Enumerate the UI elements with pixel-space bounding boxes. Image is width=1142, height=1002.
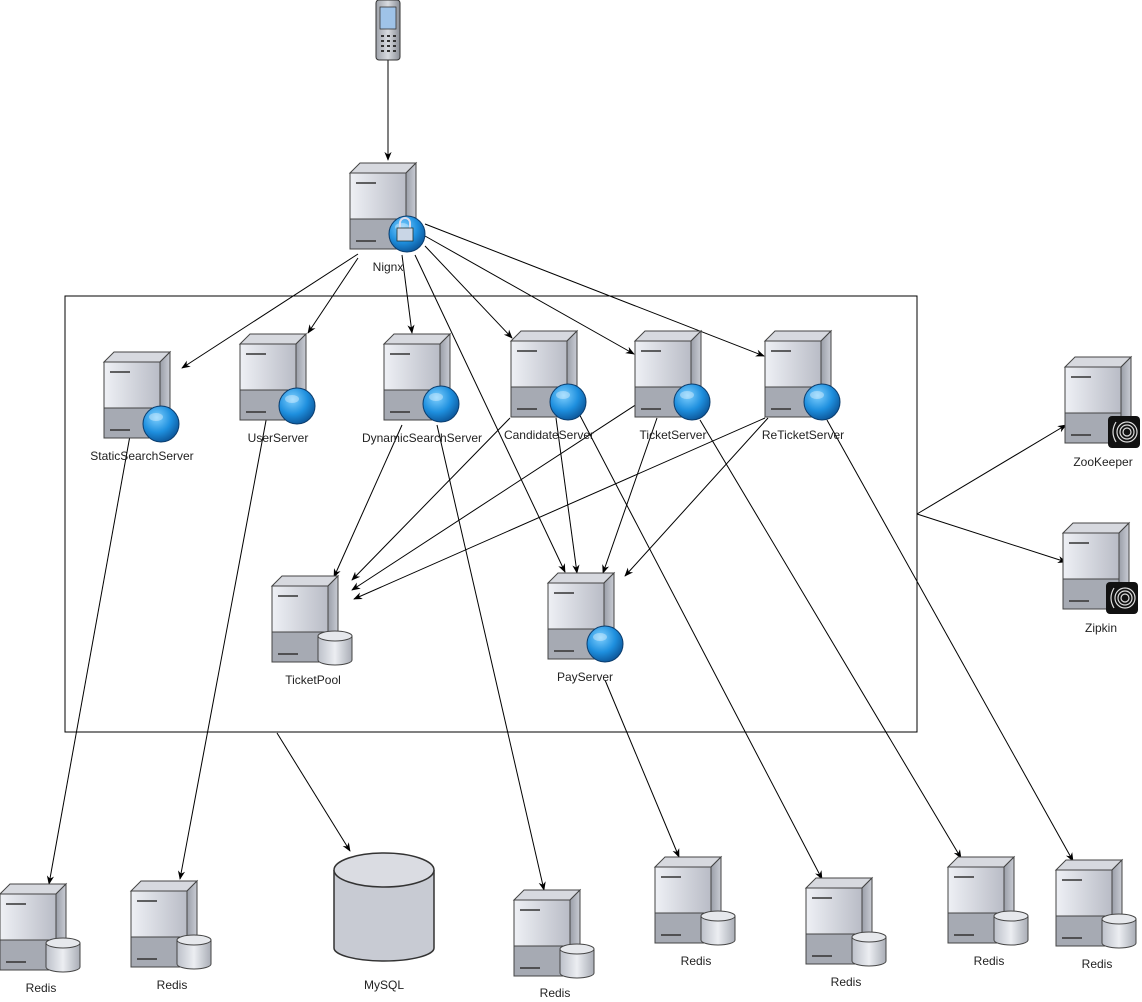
edge-nginx-to-ticket (424, 235, 635, 355)
lock-icon (396, 217, 414, 242)
user-server-icon (239, 333, 316, 425)
candidate-server-icon (510, 330, 587, 421)
edge-group-to-zookeeper (916, 424, 1067, 515)
redis-label: Redis (681, 954, 712, 968)
staticsearch-server-label: StaticSearchServer (90, 449, 193, 463)
redis-label: Redis (540, 986, 571, 1000)
edge-candidate-to-payserver (555, 417, 580, 574)
ticket-server-icon (634, 330, 711, 421)
redis-label: Redis (26, 981, 57, 995)
connectors (46, 60, 1074, 891)
pay-server-icon (547, 572, 624, 663)
edge-nginx-to-payserver (414, 254, 566, 573)
edge-ticket-to-payserver (602, 417, 658, 574)
redis-server-icon (1055, 859, 1137, 949)
nginx-label: Nignx (373, 260, 404, 274)
redis-label: Redis (157, 978, 188, 992)
edge-reticket-to-redis (826, 419, 1074, 862)
reticket-server-label: ReTicketServer (762, 428, 844, 442)
edge-nginx-to-staticsearch (181, 253, 359, 369)
edge-nginx-to-user (307, 257, 359, 334)
redis-server-icon (654, 856, 736, 946)
redis-server-icon (947, 856, 1029, 946)
nginx-server-icon (349, 162, 426, 253)
redis-label: Redis (831, 975, 862, 989)
redis-server-icon (513, 889, 595, 979)
edge-user-to-redis (177, 409, 269, 880)
edge-dynamicsearch-to-redis (436, 424, 546, 891)
reticket-server-icon (764, 330, 841, 421)
redis-server-icon (130, 880, 212, 970)
edge-candidate-to-redis (573, 403, 823, 880)
dynamicsearch-server-label: DynamicSearchServer (362, 431, 482, 445)
zookeeper-server-icon (1064, 356, 1141, 449)
edge-nginx-to-dynamicsearch (401, 254, 415, 334)
edge-nginx-to-reticket (424, 223, 765, 357)
edge-ticket-to-ticketpool (351, 403, 638, 591)
staticsearch-server-icon (103, 351, 180, 443)
mysql-database-icon (333, 852, 435, 962)
ticket-server-label: TicketServer (640, 428, 707, 442)
edge-candidate-to-ticketpool (351, 417, 511, 581)
edge-group-to-mysql (276, 732, 351, 852)
zookeeper-label: ZooKeeper (1073, 455, 1132, 469)
redis-server-icon (805, 877, 887, 967)
edge-dynamicsearch-to-ticketpool (333, 424, 403, 578)
redis-label: Redis (974, 954, 1005, 968)
edge-staticsearch-to-redis (46, 429, 132, 885)
dynamicsearch-server-icon (383, 333, 460, 423)
edge-payserver-to-redis (604, 679, 680, 858)
edge-group-to-zipkin (916, 513, 1067, 563)
redis-label: Redis (1082, 957, 1113, 971)
pay-server-label: PayServer (557, 670, 613, 684)
zipkin-server-icon (1062, 522, 1139, 615)
redis-server-icon (0, 883, 81, 973)
mysql-label: MySQL (364, 978, 404, 992)
edge-nginx-to-candidate (424, 245, 513, 339)
ticketpool-label: TicketPool (285, 673, 341, 687)
zipkin-label: Zipkin (1085, 621, 1117, 635)
ticketpool-database-icon (271, 575, 353, 666)
edge-reticket-to-payserver (624, 417, 769, 577)
edge-ticket-to-redis (699, 419, 962, 859)
user-server-label: UserServer (248, 431, 309, 445)
mobile-phone-icon (375, 0, 401, 61)
edge-reticket-to-ticketpool (353, 417, 766, 600)
candidate-server-label: CandidateServer (504, 428, 594, 442)
